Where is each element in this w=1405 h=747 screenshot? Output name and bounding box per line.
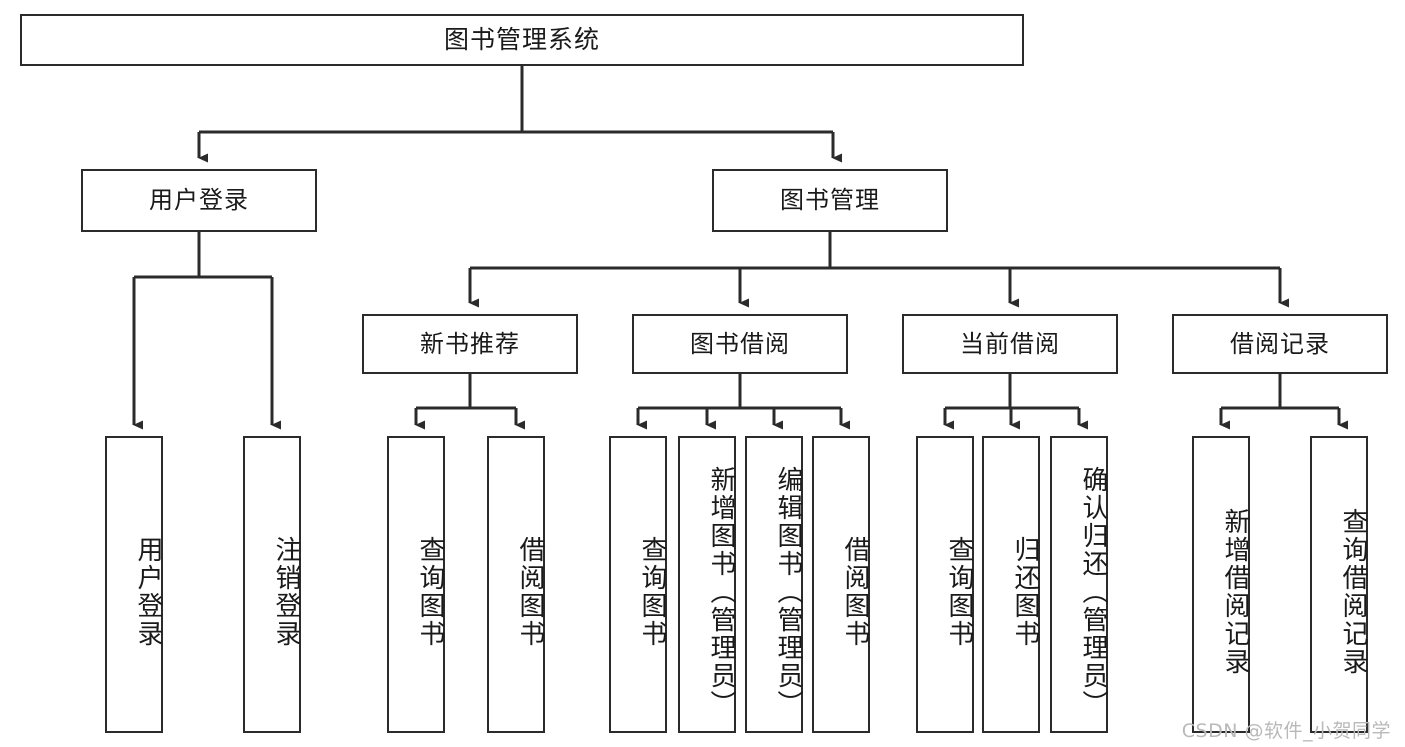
node-label: 归还图书 <box>1010 535 1040 648</box>
leaf-edit-book-admin[interactable]: 编辑图书（管理员） <box>745 436 803 733</box>
node-label: 用户登录 <box>133 535 163 648</box>
leaf-query-borrowing-record[interactable]: 查询借阅记录 <box>1310 436 1368 733</box>
node-root-book-management-system[interactable]: 图书管理系统 <box>20 14 1024 66</box>
leaf-query-book-newbook[interactable]: 查询图书 <box>387 436 445 733</box>
node-label: 查询图书 <box>415 535 445 648</box>
node-user-login[interactable]: 用户登录 <box>81 169 317 232</box>
leaf-return-book[interactable]: 归还图书 <box>982 436 1040 733</box>
leaf-confirm-return-admin[interactable]: 确认归还（管理员） <box>1050 436 1108 733</box>
node-label: 编辑图书（管理员） <box>773 465 803 718</box>
node-label: 查询借阅记录 <box>1338 507 1368 676</box>
node-label: 新增图书（管理员） <box>706 465 736 718</box>
node-label: 用户登录 <box>149 186 249 215</box>
node-label: 图书管理 <box>780 186 880 215</box>
node-label: 注销登录 <box>271 535 301 648</box>
node-book-management[interactable]: 图书管理 <box>712 169 948 232</box>
leaf-borrow-book-borrowing[interactable]: 借阅图书 <box>812 436 870 733</box>
node-label: 借阅记录 <box>1230 329 1330 358</box>
node-current-borrowing[interactable]: 当前借阅 <box>902 314 1118 374</box>
leaf-query-book-borrowing[interactable]: 查询图书 <box>609 436 667 733</box>
leaf-borrow-book-newbook[interactable]: 借阅图书 <box>487 436 545 733</box>
node-label: 图书管理系统 <box>443 25 600 54</box>
node-label: 确认归还（管理员） <box>1078 465 1108 718</box>
node-label: 借阅图书 <box>515 535 545 648</box>
node-label: 查询图书 <box>944 535 974 648</box>
csdn-watermark: CSDN @软件_小贺同学 <box>1181 720 1391 742</box>
node-label: 图书借阅 <box>690 329 790 358</box>
node-new-book-recommendation[interactable]: 新书推荐 <box>362 314 578 374</box>
leaf-add-borrowing-record[interactable]: 新增借阅记录 <box>1192 436 1250 733</box>
node-label: 借阅图书 <box>840 535 870 648</box>
node-book-borrowing[interactable]: 图书借阅 <box>632 314 848 374</box>
leaf-add-book-admin[interactable]: 新增图书（管理员） <box>678 436 736 733</box>
leaf-query-book-current[interactable]: 查询图书 <box>916 436 974 733</box>
node-label: 当前借阅 <box>960 329 1060 358</box>
node-label: 新书推荐 <box>420 329 520 358</box>
leaf-user-login[interactable]: 用户登录 <box>105 436 163 733</box>
node-borrowing-record[interactable]: 借阅记录 <box>1172 314 1388 374</box>
leaf-logout[interactable]: 注销登录 <box>243 436 301 733</box>
node-label: 查询图书 <box>637 535 667 648</box>
node-label: 新增借阅记录 <box>1220 507 1250 676</box>
